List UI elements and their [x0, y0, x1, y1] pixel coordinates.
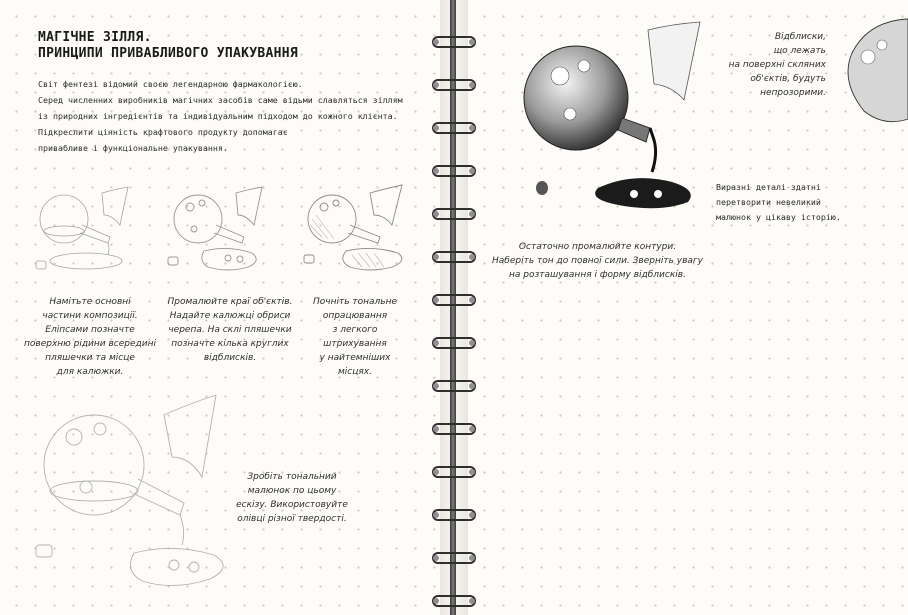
spiral-ring [432, 294, 476, 306]
spiral-ring [432, 122, 476, 134]
details-caption: Виразні деталі здатні перетворити невели… [716, 180, 896, 225]
caption-line: Остаточно промалюйте контури. [518, 242, 677, 252]
caption-line: Почніть тональне [312, 297, 397, 307]
caption-line: Виразні деталі здатні [716, 182, 821, 192]
reflections-caption: Відблиски, що лежать на поверхні скляних… [718, 30, 826, 100]
caption-line: перетворити невеликий [716, 197, 821, 207]
caption-line: з легкого [332, 325, 378, 335]
caption-line: олівці різної твердості. [237, 514, 347, 524]
caption-line: позначте кілька круглих [171, 339, 289, 349]
step3-sketch [303, 184, 403, 271]
step2-caption: Промалюйте краї об'єктів. Надайте калюжц… [160, 295, 300, 365]
step1-caption: Намітьте основні частини композиції. Елі… [20, 295, 160, 379]
caption-line: непрозорими. [760, 88, 826, 98]
caption-line: пляшечки та місце [45, 353, 135, 363]
left-page [0, 0, 440, 615]
glass-reflection-detail [847, 18, 908, 123]
caption-line: для калюжки. [56, 367, 124, 377]
caption-line: Зробіть тональний [247, 472, 337, 482]
caption-line: Еліпсами позначте [45, 325, 135, 335]
intro-line: із природних інгредієнтів та індивідуаль… [38, 111, 398, 121]
potion-bottle-illustration [523, 21, 701, 209]
spiral-ring [432, 509, 476, 521]
step3-caption: Почніть тональне опрацювання з легкого ш… [300, 295, 410, 379]
spiral-ring [432, 36, 476, 48]
intro-line: Підкреслити цінність крафтового продукту… [38, 127, 288, 137]
spiral-ring [432, 595, 476, 607]
caption-line: що лежать [773, 46, 826, 56]
spiral-ring [432, 466, 476, 478]
spiral-ring [432, 165, 476, 177]
caption-line: Відблиски, [774, 32, 826, 42]
spiral-ring [432, 423, 476, 435]
caption-line: об'єктів, будуть [750, 74, 826, 84]
caption-line: на розташування і форму відблисків. [509, 270, 686, 280]
final-caption: Остаточно промалюйте контури. Наберіть т… [485, 240, 710, 282]
step1-sketch [35, 186, 129, 270]
caption-line: частини композиції. [42, 311, 138, 321]
title-line: ПРИНЦИПИ ПРИВАБЛИВОГО УПАКУВАННЯ [38, 46, 299, 61]
caption-line: місцях. [338, 367, 372, 377]
intro-line: Світ фентезі відомий своєю легендарною ф… [38, 79, 303, 89]
step4-sketch [35, 394, 224, 586]
spiral-ring [432, 552, 476, 564]
spiral-ring [432, 79, 476, 91]
caption-line: ескізу. Використовуйте [236, 500, 348, 510]
caption-line: Намітьте основні [49, 297, 131, 307]
page-title: МАГІЧНЕ ЗІЛЛЯ. ПРИНЦИПИ ПРИВАБЛИВОГО УПА… [38, 30, 428, 62]
caption-line: у найтемніших [319, 353, 391, 363]
step2-sketch [167, 186, 263, 271]
caption-line: штрихування [323, 339, 387, 349]
spiral-ring [432, 337, 476, 349]
caption-line: черепа. На склі пляшечки [168, 325, 292, 335]
title-line: МАГІЧНЕ ЗІЛЛЯ. [38, 30, 152, 45]
spiral-ring [432, 251, 476, 263]
caption-line: опрацювання [322, 311, 388, 321]
caption-line: поверхню рідини всередині [24, 339, 156, 349]
caption-line: Промалюйте краї об'єктів. [167, 297, 293, 307]
step4-caption: Зробіть тональний малюнок по цьому ескіз… [222, 470, 362, 526]
intro-paragraph: Світ фентезі відомий своєю легендарною ф… [38, 76, 428, 156]
caption-line: на поверхні скляних [728, 60, 826, 70]
spiral-ring [432, 380, 476, 392]
spiral-ring [432, 208, 476, 220]
spiral-spine [450, 0, 456, 615]
intro-line: привабливе і функціональне упакування. [38, 143, 228, 153]
caption-line: малюнок у цікаву історію. [716, 212, 841, 222]
caption-line: малюнок по цьому [247, 486, 337, 496]
caption-line: Наберіть тон до повної сили. Зверніть ув… [492, 256, 703, 266]
caption-line: відблисків. [203, 353, 257, 363]
caption-line: Надайте калюжці обриси [169, 311, 291, 321]
intro-line: Серед численних виробників магічних засо… [38, 95, 403, 105]
